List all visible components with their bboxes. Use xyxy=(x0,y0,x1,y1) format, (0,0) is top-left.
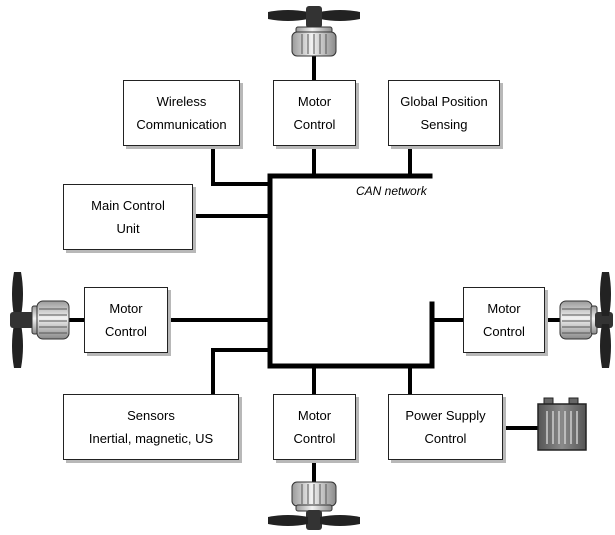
node-label-line-2: Control xyxy=(425,427,467,450)
motor-control-top-node: Motor Control xyxy=(273,80,356,146)
battery-icon xyxy=(538,398,586,450)
node-label-line-2: Unit xyxy=(116,217,139,240)
motor-left-icon xyxy=(10,272,69,368)
node-label-line-1: Motor xyxy=(109,297,142,320)
motor-control-left-node: Motor Control xyxy=(84,287,168,353)
motor-control-right-node: Motor Control xyxy=(463,287,545,353)
node-label-line-1: Sensors xyxy=(127,404,175,427)
wireless-communication-node: Wireless Communication xyxy=(123,80,240,146)
sensors-node: Sensors Inertial, magnetic, US xyxy=(63,394,239,460)
node-label-line-1: Power Supply xyxy=(405,404,485,427)
motor-right-icon xyxy=(560,272,613,368)
node-label-line-2: Control xyxy=(105,320,147,343)
node-label-line-1: Wireless xyxy=(157,90,207,113)
main-control-unit-node: Main Control Unit xyxy=(63,184,193,250)
global-position-sensing-node: Global Position Sensing xyxy=(388,80,500,146)
node-label-line-1: Motor xyxy=(298,404,331,427)
motor-top-icon xyxy=(268,6,360,56)
node-label-line-2: Control xyxy=(483,320,525,343)
motor-control-bottom-node: Motor Control xyxy=(273,394,356,460)
power-supply-control-node: Power Supply Control xyxy=(388,394,503,460)
node-label-line-2: Control xyxy=(294,427,336,450)
node-label-line-2: Sensing xyxy=(421,113,468,136)
can-bus xyxy=(270,176,432,366)
node-label-line-1: Motor xyxy=(487,297,520,320)
can-network-label: CAN network xyxy=(356,184,427,198)
node-label-line-2: Inertial, magnetic, US xyxy=(89,427,213,450)
node-label-line-1: Main Control xyxy=(91,194,165,217)
node-label-line-1: Global Position xyxy=(400,90,487,113)
node-label-line-2: Communication xyxy=(136,113,226,136)
node-label-line-1: Motor xyxy=(298,90,331,113)
motor-bottom-icon xyxy=(268,482,360,530)
node-label-line-2: Control xyxy=(294,113,336,136)
